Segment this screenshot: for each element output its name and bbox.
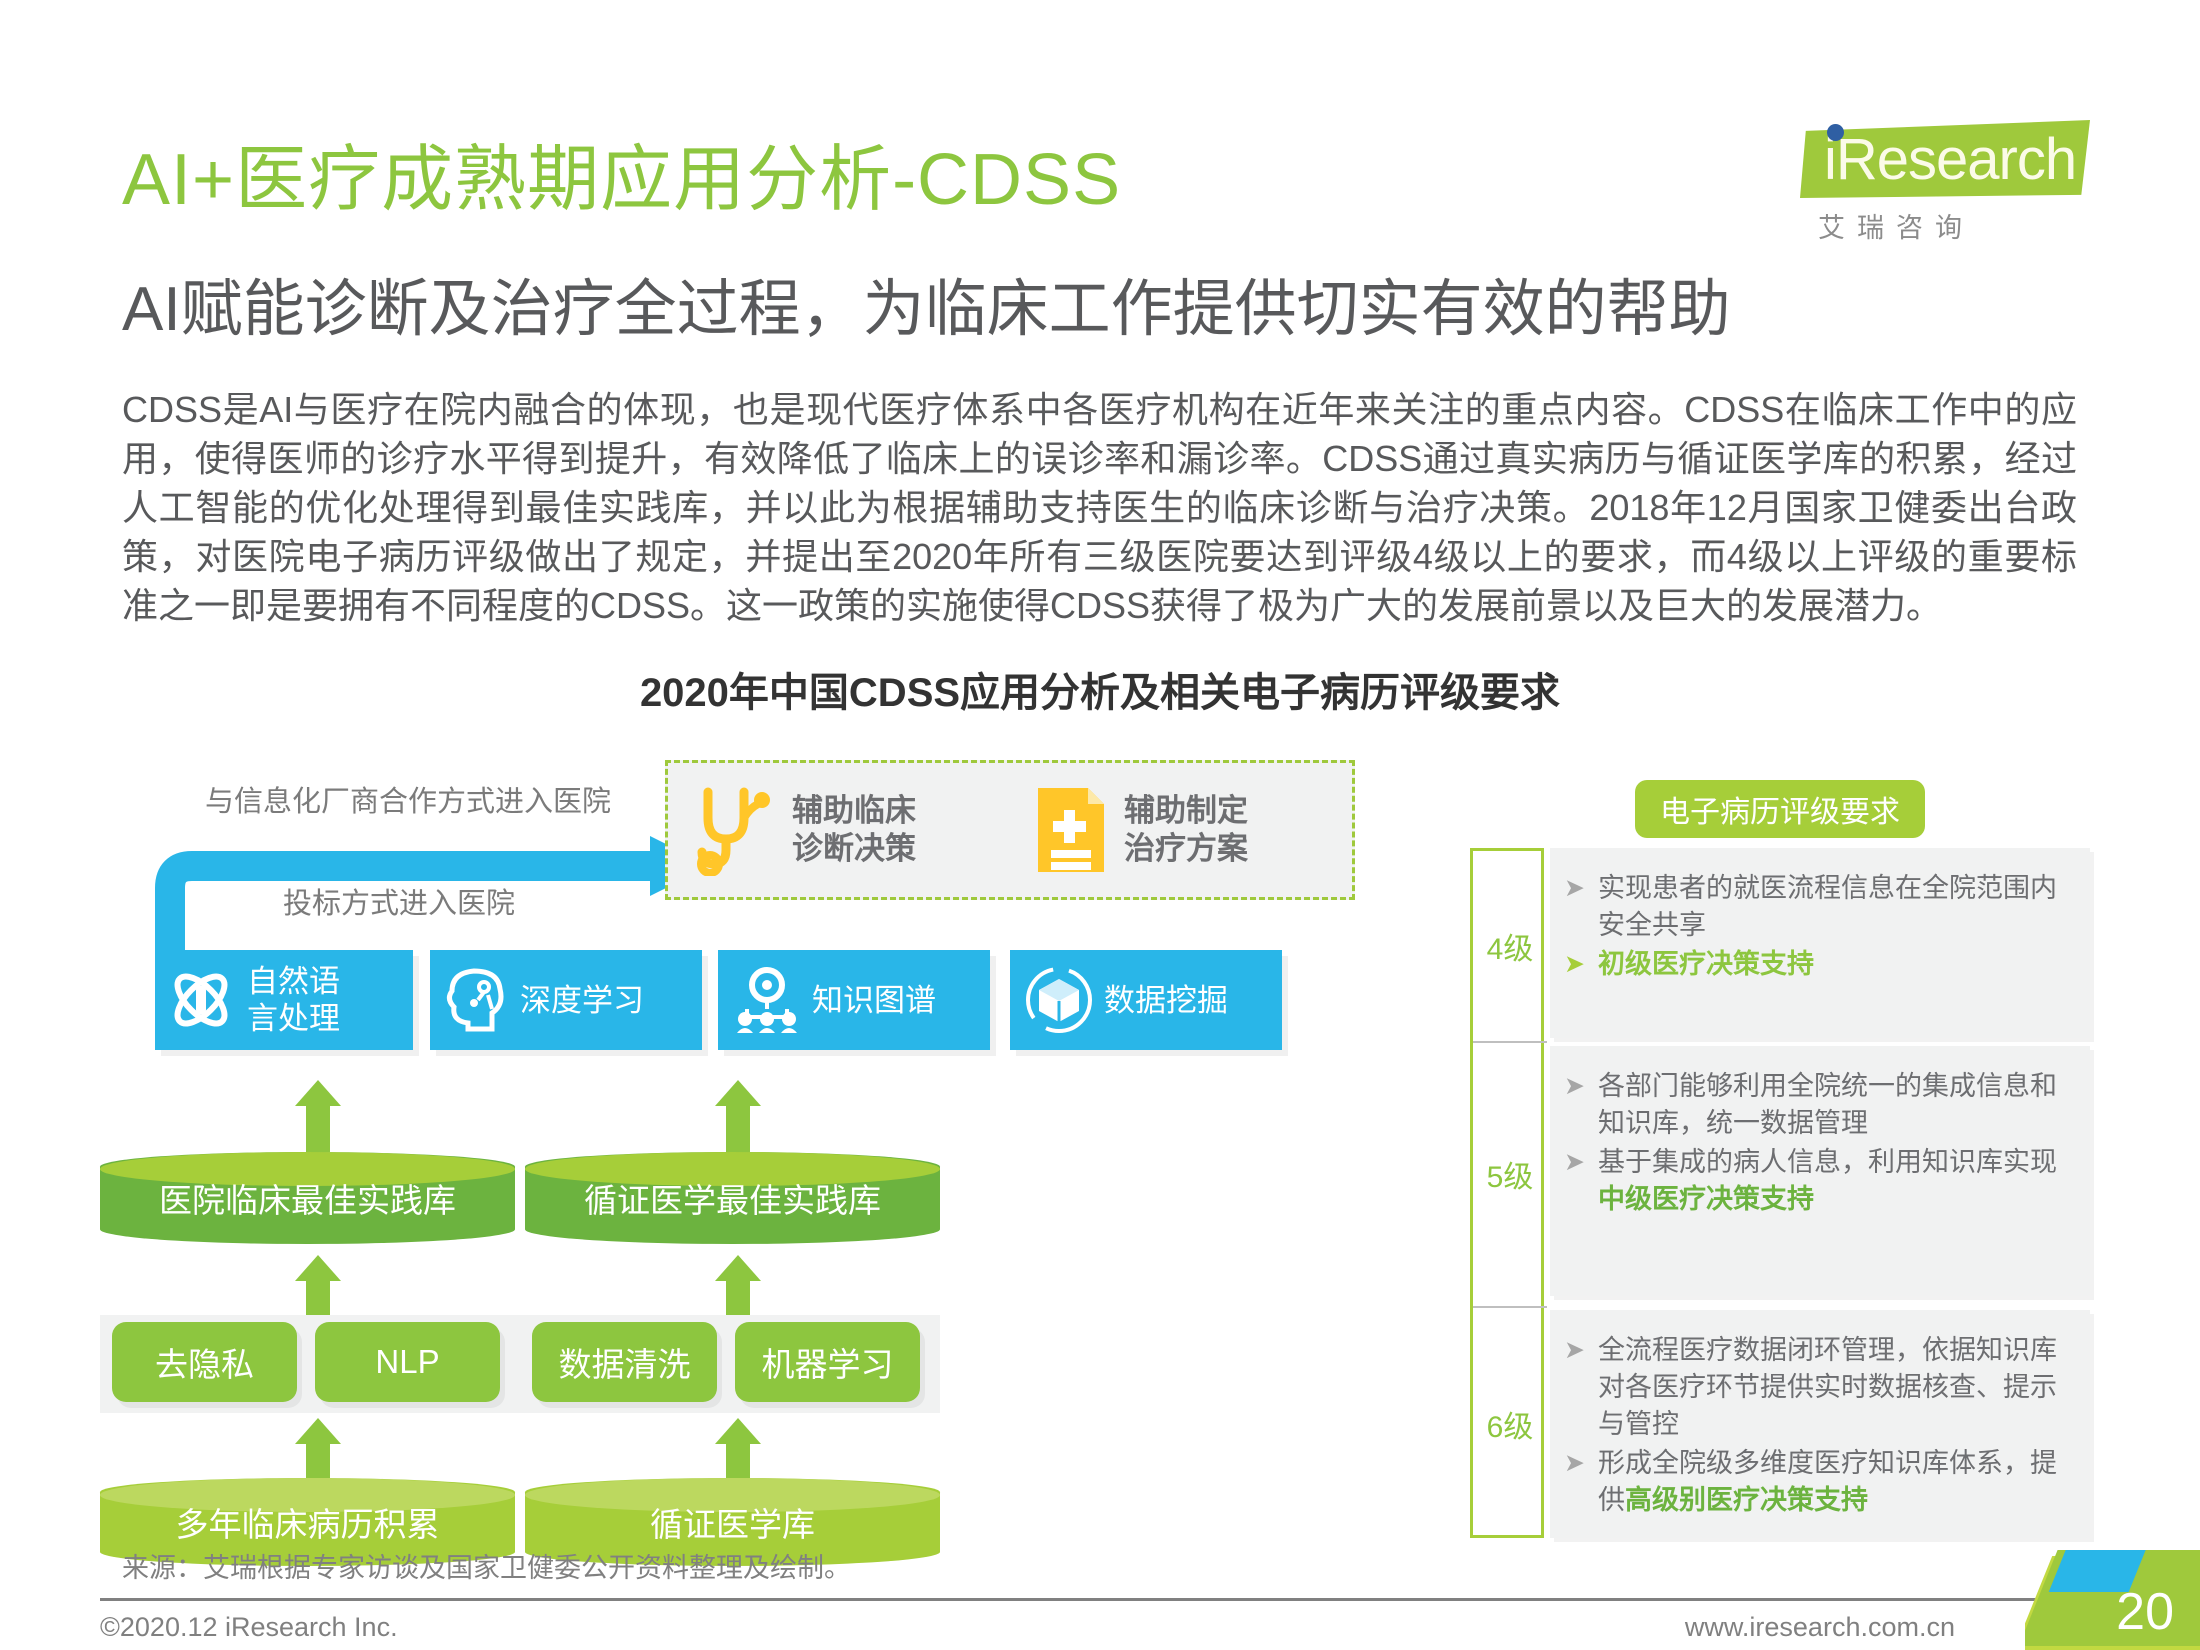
source-db-ebm-label: 循证医学库 (650, 1506, 815, 1543)
data-cube-icon (1026, 967, 1092, 1033)
practice-db-ebm: 循证医学最佳实践库 (525, 1152, 940, 1244)
practice-db-hospital-label: 医院临床最佳实践库 (159, 1182, 456, 1219)
logo-i-dot-icon (1827, 124, 1844, 141)
cdss-output-box: 辅助临床 诊断决策 辅助制定 治疗方案 (665, 760, 1355, 900)
tech-label-deep-learning: 深度学习 (520, 982, 644, 1018)
level-column: 4级 5级 6级 (1470, 848, 1547, 1538)
document-plus-icon (1038, 788, 1104, 872)
emr-rating-panel: 电子病历评级要求 4级 5级 6级 ➤ 实现患者的就医流程信息在全院范围内安全共… (1470, 780, 2090, 1540)
iresearch-logo: iResearch 艾瑞咨询 (1800, 120, 2090, 250)
source-note: 来源：艾瑞根据专家访谈及国家卫健委公开资料整理及绘制。 (122, 1553, 851, 1583)
website-url: www.iresearch.com.cn (1684, 1612, 1955, 1642)
bullet-item: ➤ 全流程医疗数据闭环管理，依据知识库对各医疗环节提供实时数据核查、提示与管控 (1564, 1332, 2066, 1443)
level-4-body: ➤ 实现患者的就医流程信息在全院范围内安全共享 ➤ 初级医疗决策支持 (1550, 848, 2090, 1038)
bullet-item: ➤ 初级医疗决策支持 (1564, 946, 2066, 983)
page-title: AI+医疗成熟期应用分析-CDSS (122, 140, 1122, 220)
tech-label-nlp: 自然语 言处理 (247, 964, 340, 1036)
logo-shape (1800, 120, 2090, 198)
bullet-item: ➤ 基于集成的病人信息，利用知识库实现中级医疗决策支持 (1564, 1144, 2066, 1218)
bullet-text: 各部门能够利用全院统一的集成信息和知识库，统一数据管理 (1598, 1071, 2057, 1138)
bullet-item: ➤ 形成全院级多维度医疗知识库体系，提供高级别医疗决策支持 (1564, 1445, 2066, 1519)
tech-box-deep-learning: 深度学习 (430, 950, 702, 1050)
tech-label-knowledge-graph: 知识图谱 (812, 982, 936, 1018)
page-corner-decoration: 20 (2025, 1550, 2200, 1650)
bullet-arrow-icon: ➤ (1564, 1072, 1585, 1100)
bullet-item: ➤ 实现患者的就医流程信息在全院范围内安全共享 (1564, 870, 2066, 944)
cdss-flow-diagram: 与信息化厂商合作方式进入医院 投标方式进入医院 辅助临床 诊断决策 (100, 750, 1390, 1566)
bullet-arrow-icon: ➤ (1564, 1449, 1585, 1477)
level-label-6: 6级 (1486, 1410, 1534, 1444)
tech-label-data-mining: 数据挖掘 (1104, 982, 1228, 1018)
brain-circuit-icon (446, 968, 504, 1032)
body-paragraph: CDSS是AI与医疗在院内融合的体现，也是现代医疗体系中各医疗机构在近年来关注的… (122, 389, 2077, 626)
level-label-4: 4级 (1486, 933, 1534, 966)
bullet-item: ➤ 各部门能够利用全院统一的集成信息和知识库，统一数据管理 (1564, 1068, 2066, 1142)
logo-chinese-name: 艾瑞咨询 (1818, 213, 1974, 243)
technology-row: 自然语 言处理 深度学习 (110, 950, 1390, 1075)
copyright-text: ©2020.12 iResearch Inc. (100, 1612, 398, 1642)
bullet-text: 实现患者的就医流程信息在全院范围内安全共享 (1598, 873, 2057, 940)
level-divider-1 (1473, 1041, 1547, 1043)
cylinder-top (100, 1152, 515, 1186)
footer-divider (100, 1598, 2100, 1601)
bullet-arrow-icon: ➤ (1564, 950, 1585, 978)
level-label-5: 5级 (1486, 1160, 1534, 1194)
bullet-text-highlight: 高级别医疗决策支持 (1625, 1485, 1868, 1515)
source-db-ebm: 循证医学库 (525, 1478, 940, 1566)
panel-badge: 电子病历评级要求 (1635, 780, 1925, 838)
entry-label-bidding: 投标方式进入医院 (283, 888, 516, 920)
bullet-arrow-icon: ➤ (1564, 1336, 1585, 1364)
cylinder-top (525, 1478, 940, 1512)
level-divider-2 (1473, 1306, 1547, 1308)
knowledge-network-icon (737, 967, 797, 1033)
bullet-text-highlight: 中级医疗决策支持 (1598, 1184, 1814, 1214)
process-box-machine-learning: 机器学习 (735, 1322, 920, 1402)
output-item-diagnosis: 辅助临床 诊断决策 (668, 784, 1010, 876)
bullet-text: 全流程医疗数据闭环管理，依据知识库对各医疗环节提供实时数据核查、提示与管控 (1598, 1335, 2057, 1439)
flow-arrow-up-4 (715, 1255, 761, 1317)
output-label-treatment: 辅助制定 治疗方案 (1124, 793, 1248, 866)
bullet-text-highlight: 初级医疗决策支持 (1598, 949, 1814, 979)
cylinder-top (100, 1478, 515, 1512)
levels-table: 4级 5级 6级 ➤ 实现患者的就医流程信息在全院范围内安全共享 ➤ 初级医疗决… (1470, 848, 2090, 1538)
stethoscope-icon (697, 787, 770, 876)
level-5-body: ➤ 各部门能够利用全院统一的集成信息和知识库，统一数据管理 ➤ 基于集成的病人信… (1550, 1046, 2090, 1296)
page-subtitle: AI赋能诊断及治疗全过程，为临床工作提供切实有效的帮助 (122, 275, 1731, 344)
level-6-body: ➤ 全流程医疗数据闭环管理，依据知识库对各医疗环节提供实时数据核查、提示与管控 … (1550, 1310, 2090, 1538)
blue-elbow-arrow-icon (155, 836, 710, 956)
logo-text: iResearch (1824, 127, 2077, 192)
output-item-treatment: 辅助制定 治疗方案 (1010, 784, 1352, 876)
atom-icon (174, 973, 228, 1027)
source-db-records-label: 多年临床病历积累 (175, 1506, 440, 1543)
process-box-data-cleaning: 数据清洗 (532, 1322, 717, 1402)
chart-title: 2020年中国CDSS应用分析及相关电子病历评级要求 (639, 671, 1561, 715)
flow-arrow-up-2 (715, 1080, 761, 1152)
process-box-deidentify: 去隐私 (112, 1322, 297, 1402)
bullet-text: 形成全院级多维度医疗知识库体系，提供高级别医疗决策支持 (1598, 1448, 2057, 1515)
tech-box-knowledge-graph: 知识图谱 (718, 950, 990, 1050)
tech-box-data-mining: 数据挖掘 (1010, 950, 1282, 1050)
flow-arrow-up-5 (295, 1418, 341, 1478)
output-label-diagnosis: 辅助临床 诊断决策 (792, 793, 916, 866)
flow-arrow-up-1 (295, 1080, 341, 1152)
page-number: 20 (2116, 1583, 2174, 1641)
practice-db-hospital: 医院临床最佳实践库 (100, 1152, 515, 1244)
bullet-text: 基于集成的病人信息，利用知识库实现中级医疗决策支持 (1598, 1147, 2057, 1214)
tech-box-nlp: 自然语 言处理 (155, 950, 413, 1050)
source-db-records: 多年临床病历积累 (100, 1478, 515, 1566)
process-box-nlp: NLP (315, 1322, 500, 1402)
entry-label-partner: 与信息化厂商合作方式进入医院 (205, 786, 612, 818)
flow-arrow-up-3 (295, 1255, 341, 1317)
cylinder-top (525, 1152, 940, 1186)
bullet-arrow-icon: ➤ (1564, 874, 1585, 902)
bullet-arrow-icon: ➤ (1564, 1148, 1585, 1176)
practice-db-ebm-label: 循证医学最佳实践库 (584, 1182, 881, 1219)
flow-arrow-up-6 (715, 1418, 761, 1478)
